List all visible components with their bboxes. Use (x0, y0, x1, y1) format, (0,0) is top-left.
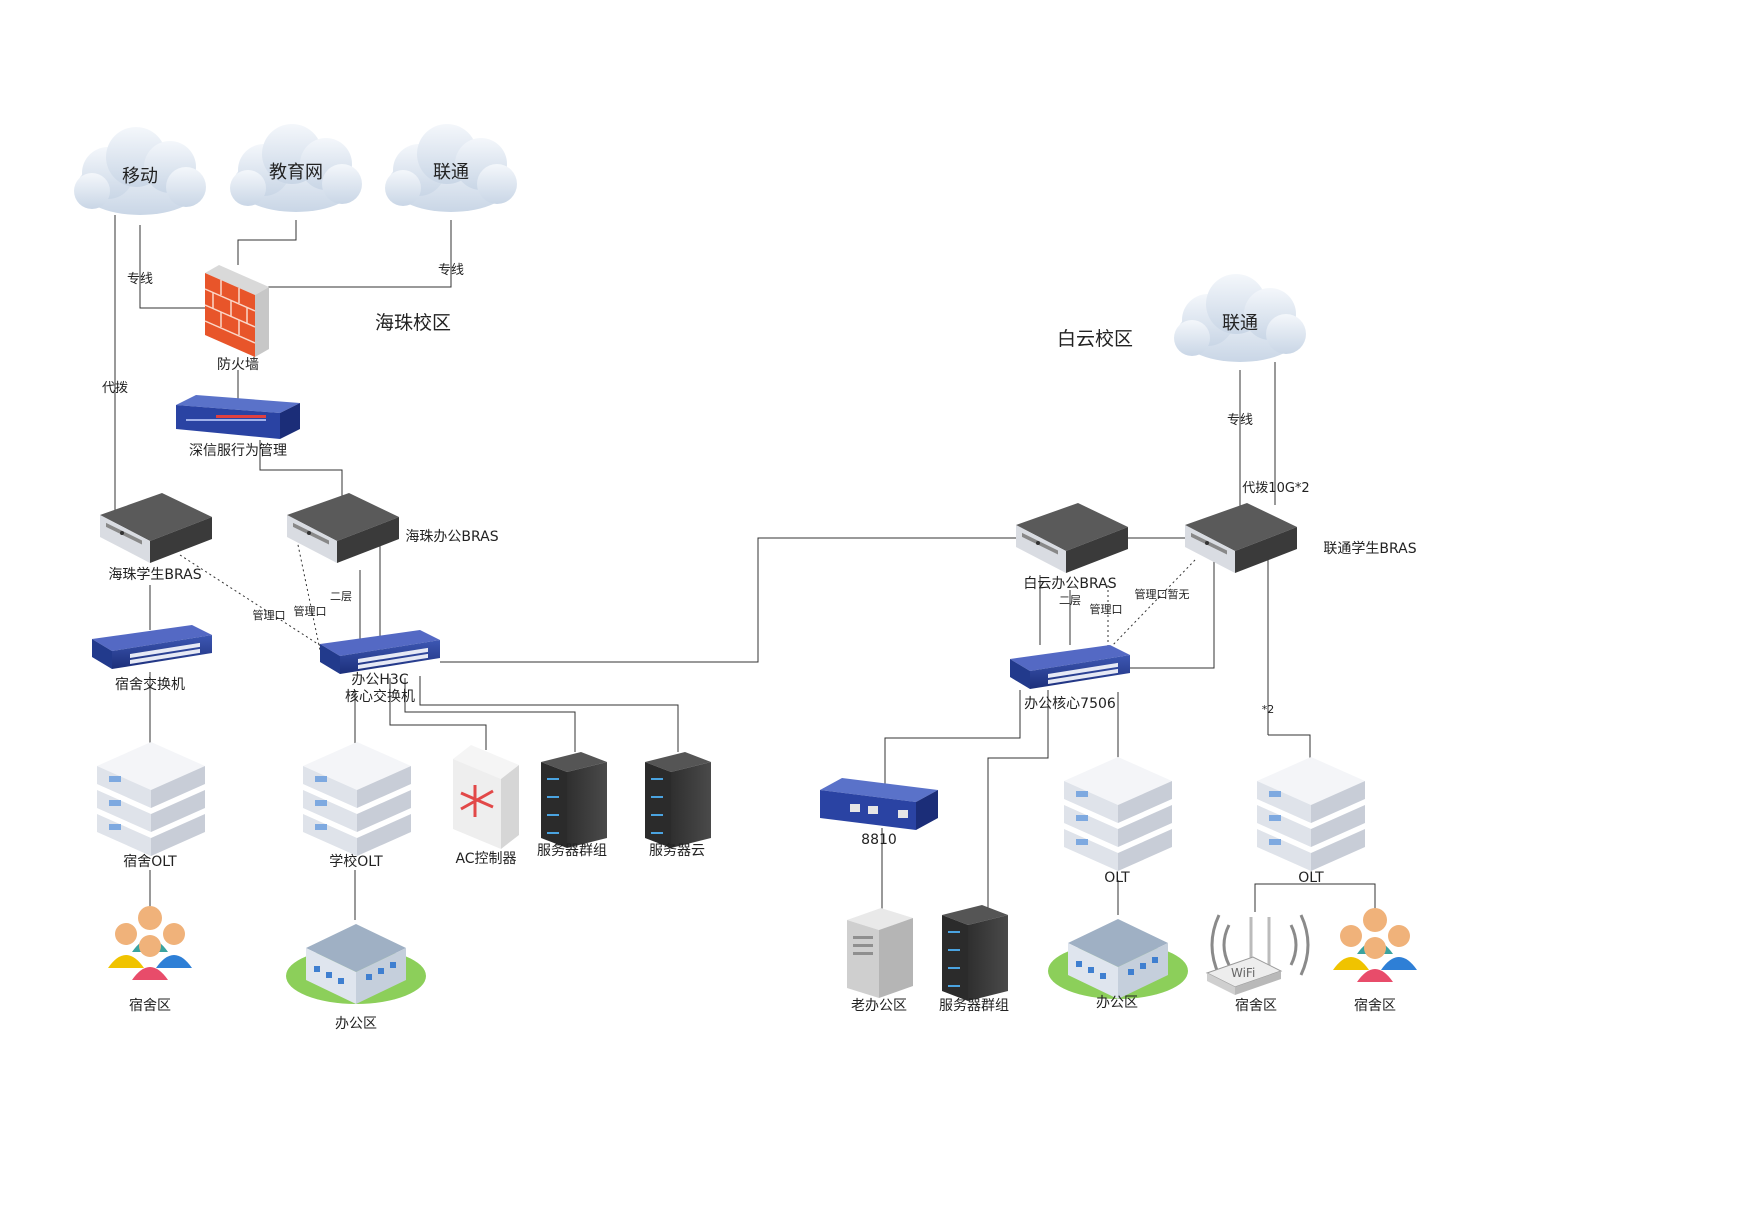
unicom-student-bras-icon (1185, 503, 1297, 573)
server-cloud-icon (645, 752, 711, 848)
ac-controller-icon (453, 745, 519, 849)
ac-controller-label: AC控制器 (455, 851, 516, 867)
connection-lines (114, 215, 1376, 920)
by-office-bras-label: 白云办公BRAS (1023, 576, 1116, 592)
olt-by-1-label: OLT (1104, 870, 1130, 886)
building-office-by-icon (1048, 919, 1188, 999)
school-olt-label: 学校OLT (329, 853, 383, 870)
campus-haizhu-label: 海珠校区 (375, 312, 451, 334)
dorm-olt-icon (97, 742, 205, 856)
leased-line-label-1: 专线 (127, 272, 153, 287)
cloud-unicom-by-label: 联通 (1222, 313, 1258, 334)
cloud-edu-net-label: 教育网 (269, 162, 323, 183)
mgmt-port-label-3: 管理口 (1090, 602, 1123, 616)
mgmt-port-label-2: 管理口 (294, 604, 327, 618)
mgmt-pending-label: 管理口暂无 (1135, 587, 1190, 601)
office-h3c-switch-icon (320, 630, 440, 674)
dorm-area-by-wifi-label: 宿舍区 (1235, 997, 1277, 1014)
office-core-label: 办公核心7506 (1024, 696, 1116, 712)
wifi-router-icon: WiFi (1205, 914, 1310, 995)
server-group-hz-label: 服务器群组 (537, 843, 607, 859)
building-office-hz-icon (286, 924, 426, 1004)
firewall-icon (204, 265, 269, 357)
layer2-label-1: 二层 (330, 590, 352, 603)
olt-by-2-label: OLT (1298, 870, 1324, 886)
office-area-hz-label: 办公区 (335, 1016, 377, 1032)
device-8810-icon (820, 778, 938, 830)
cloud-unicom-hz-label: 联通 (433, 162, 469, 183)
server-group-by-icon (942, 905, 1008, 1001)
dial-10g-label: 代拨10G*2 (1242, 481, 1309, 496)
firewall-label: 防火墙 (217, 357, 259, 373)
old-office-tower-icon (847, 908, 913, 998)
x2-label: *2 (1262, 703, 1275, 716)
hz-office-bras-icon (287, 493, 399, 563)
office-h3c-label-2: 核心交换机 (345, 688, 415, 705)
dorm-area-hz-label: 宿舍区 (129, 997, 171, 1014)
old-office-label: 老办公区 (851, 998, 907, 1014)
server-cloud-label: 服务器云 (649, 843, 705, 859)
leased-line-label-2: 专线 (438, 263, 464, 278)
olt-by-1-icon (1064, 757, 1172, 871)
office-core-switch-icon (1010, 645, 1130, 689)
dorm-switch-icon (92, 625, 212, 669)
by-office-bras-icon (1016, 503, 1128, 573)
sangfor-device-icon (176, 395, 300, 439)
unicom-student-bras-label: 联通学生BRAS (1323, 541, 1416, 557)
hz-student-bras-label: 海珠学生BRAS (108, 567, 201, 583)
office-h3c-label-1: 办公H3C (351, 672, 408, 688)
olt-by-2-icon (1257, 757, 1365, 871)
school-olt-icon (303, 742, 411, 856)
office-area-by-label: 办公区 (1096, 995, 1138, 1011)
dorm-area-by-label: 宿舍区 (1354, 997, 1396, 1014)
hz-office-bras-label: 海珠办公BRAS (405, 529, 498, 545)
dorm-olt-label: 宿舍OLT (123, 853, 177, 870)
hz-student-bras-icon (100, 493, 212, 563)
dorm-switch-label: 宿舍交换机 (115, 676, 185, 693)
dial-label: 代拨 (102, 381, 128, 396)
mgmt-port-label-1: 管理口 (253, 608, 286, 622)
campus-baiyun-label: 白云校区 (1057, 328, 1133, 350)
leased-line-label-3: 专线 (1227, 413, 1253, 428)
sangfor-label: 深信服行为管理 (189, 443, 287, 459)
device-8810-label: 8810 (861, 832, 897, 848)
svg-text:WiFi: WiFi (1231, 966, 1255, 980)
people-dorm-hz-icon (108, 906, 192, 980)
server-group-by-label: 服务器群组 (939, 998, 1009, 1014)
layer2-label-2: 二层 (1059, 594, 1081, 607)
cloud-mobile-label: 移动 (122, 166, 158, 187)
people-dorm-by-icon (1333, 908, 1417, 982)
server-group-hz-icon (541, 752, 607, 848)
